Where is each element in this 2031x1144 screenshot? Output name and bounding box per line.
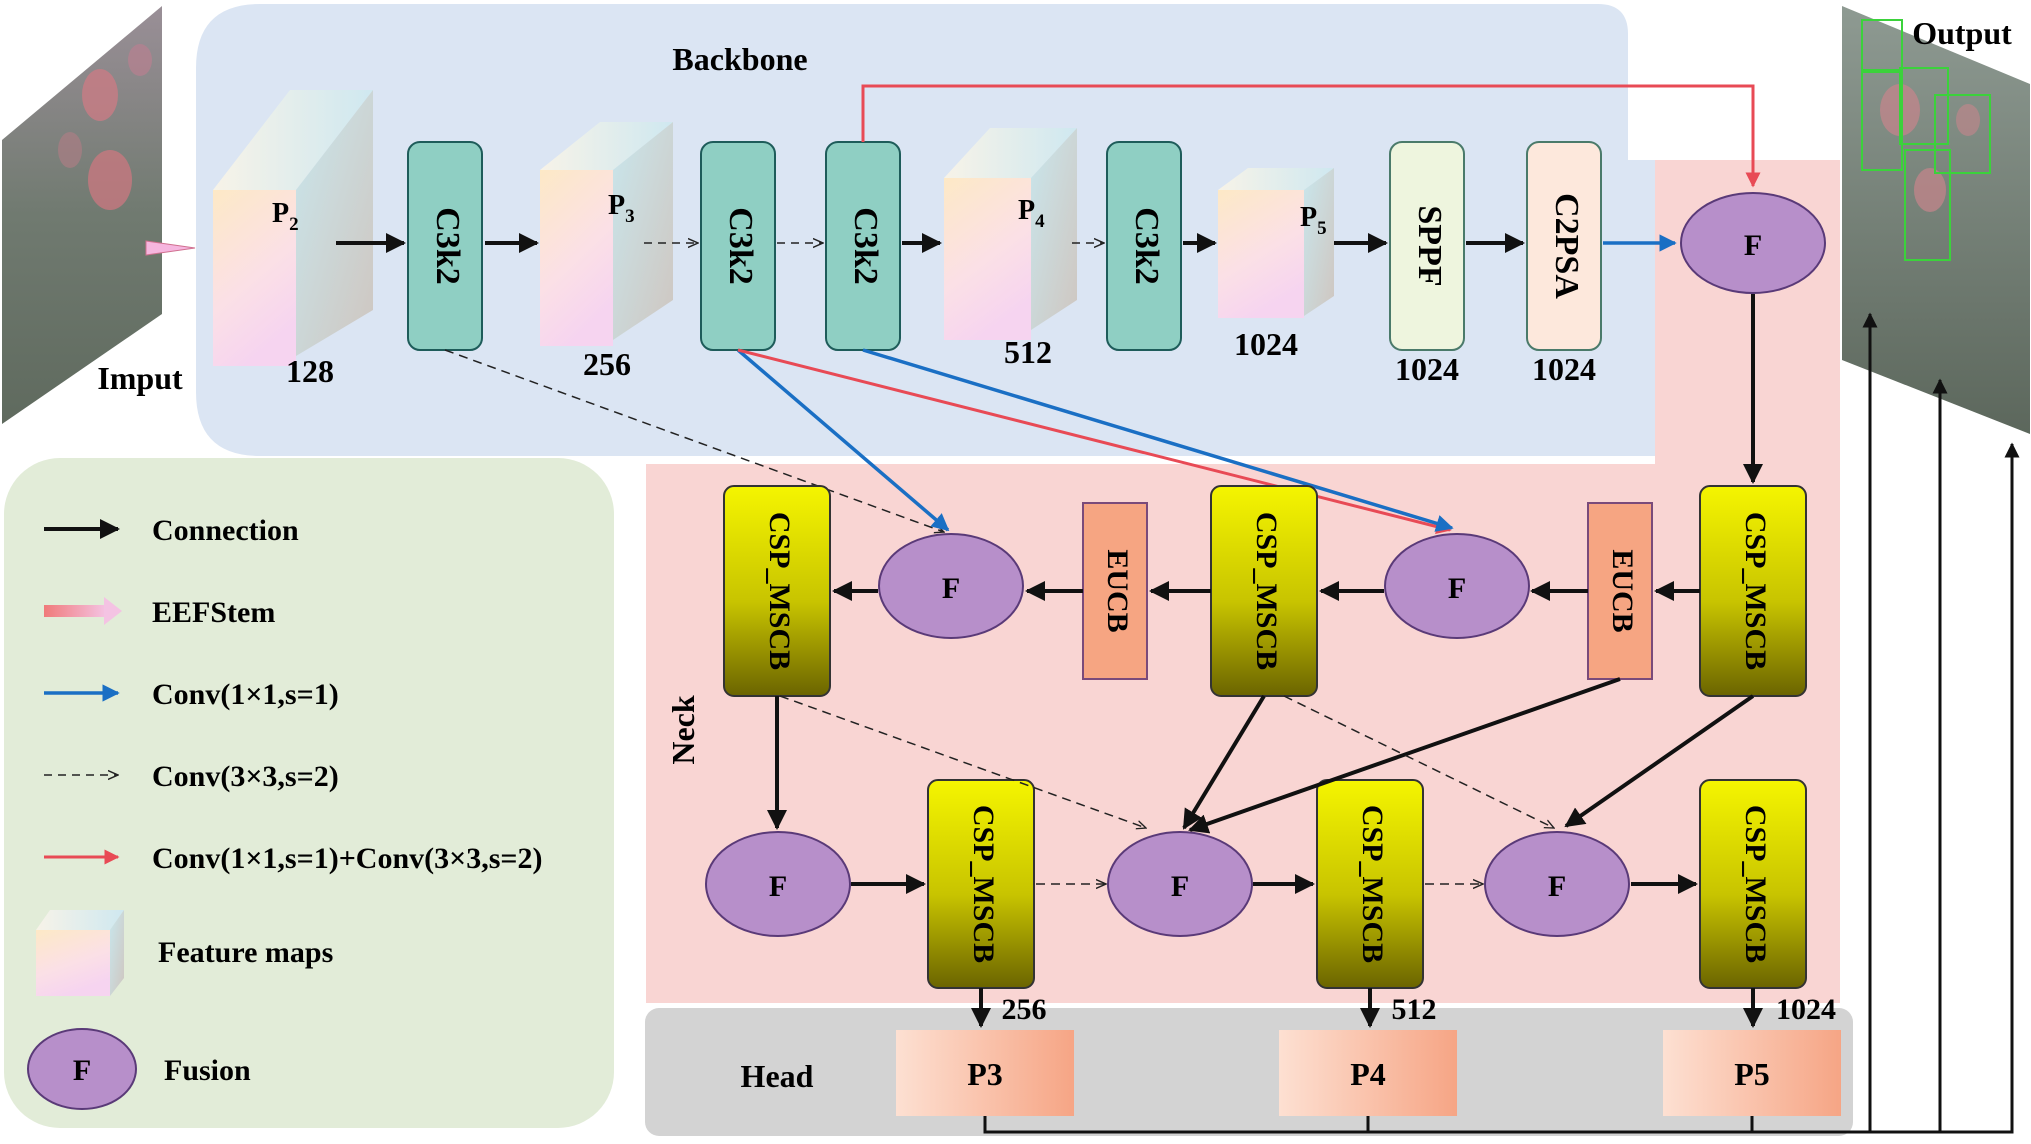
svg-text:C3k2: C3k2 [429,207,466,284]
svg-text:F: F [73,1054,91,1087]
head-p3-channels: 256 [1002,993,1047,1026]
feature-map-icon [36,910,124,996]
head-title: Head [741,1058,814,1094]
svg-text:C2PSA: C2PSA [1548,193,1585,299]
svg-text:EEFStem: EEFStem [152,596,275,629]
svg-text:F: F [1548,870,1566,903]
fusion-node-bottom-3: F [1484,831,1630,937]
svg-text:P4: P4 [1018,195,1045,232]
csp-mscb-block-top-right: CSP_MSCB [1699,485,1807,697]
backbone-title: Backbone [672,41,807,77]
svg-text:P3: P3 [608,190,635,227]
svg-text:EUCB: EUCB [1101,549,1134,632]
feature-map-p2: P2 [213,90,373,366]
sppf-block: SPPF [1389,141,1465,351]
legend-item-eefstem: EEFStem [44,596,275,629]
legend-item-fusion: F Fusion [27,1028,251,1110]
fusion-node-mid-left: F [878,533,1024,639]
legend-item-conv-combined: Conv(1×1,s=1)+Conv(3×3,s=2) [44,842,542,875]
svg-text:EUCB: EUCB [1606,549,1639,632]
head-p4-channels: 512 [1392,993,1437,1026]
legend-item-connection: Connection [44,514,299,547]
svg-text:C3k2: C3k2 [1128,207,1165,284]
input-label: Imput [97,360,183,396]
c2psa-channels: 1024 [1532,351,1596,387]
fusion-node-top: F [1680,192,1826,294]
svg-text:C3k2: C3k2 [847,207,884,284]
svg-text:Fusion: Fusion [164,1054,251,1087]
csp-mscb-block-top-mid: CSP_MSCB [1210,485,1318,697]
csp-mscb-block-bottom-mid: CSP_MSCB [1316,779,1424,989]
svg-text:Connection: Connection [152,514,299,547]
c3k2-block-4: C3k2 [1106,141,1182,351]
p2-channels: 128 [286,353,334,389]
csp-mscb-block-top-left: CSP_MSCB [723,485,831,697]
sppf-channels: 1024 [1395,351,1459,387]
svg-text:Conv(1×1,s=1): Conv(1×1,s=1) [152,678,339,711]
output-label: Output [1912,15,2012,51]
csp-mscb-block-bottom-right: CSP_MSCB [1699,779,1807,989]
svg-text:CSP_MSCB: CSP_MSCB [1250,512,1283,670]
p5-channels: 1024 [1234,326,1298,362]
svg-text:P2: P2 [272,198,299,235]
svg-text:Feature maps: Feature maps [158,936,333,969]
feature-map-p5: P5 [1218,168,1334,318]
head-p4-box: P4 [1279,1030,1457,1116]
svg-text:F: F [942,572,960,605]
svg-text:CSP_MSCB: CSP_MSCB [1739,512,1772,670]
svg-text:P3: P3 [967,1056,1003,1092]
svg-text:Conv(3×3,s=2): Conv(3×3,s=2) [152,760,339,793]
c2psa-block: C2PSA [1526,141,1602,351]
svg-text:F: F [1448,572,1466,605]
neck-title: Neck [665,695,701,765]
eefstem-arrow [145,240,196,256]
legend-item-feature-maps: Feature maps [36,910,333,996]
skip-connections [444,348,1454,534]
svg-text:P5: P5 [1734,1056,1770,1092]
svg-text:F: F [769,870,787,903]
svg-text:P5: P5 [1300,202,1327,239]
svg-text:CSP_MSCB: CSP_MSCB [967,805,1000,963]
c3k2-block-3: C3k2 [825,141,901,351]
csp-mscb-block-bottom-left: CSP_MSCB [927,779,1035,989]
feature-map-p3: P3 [540,122,673,346]
eucb-block-right: EUCB [1587,502,1653,680]
fusion-node-bottom-1: F [705,831,851,937]
fusion-node-mid-right: F [1384,533,1530,639]
backbone-connections [336,84,1761,253]
neck-connections [767,294,1763,894]
legend-item-conv3x3: Conv(3×3,s=2) [44,760,339,793]
svg-text:Conv(1×1,s=1)+Conv(3×3,s=2): Conv(1×1,s=1)+Conv(3×3,s=2) [152,842,542,875]
svg-text:CSP_MSCB: CSP_MSCB [763,512,796,670]
c3k2-block-2: C3k2 [700,141,776,351]
svg-text:C3k2: C3k2 [722,207,759,284]
p3-channels: 256 [583,346,631,382]
output-image [1842,6,2030,434]
svg-text:F: F [1744,229,1762,262]
output-connections [983,312,2020,1134]
head-p5-channels: 1024 [1776,993,1836,1026]
fusion-icon: F [27,1028,137,1110]
input-image [2,6,162,424]
eucb-block-left: EUCB [1082,502,1148,680]
head-p5-box: P5 [1663,1030,1841,1116]
svg-text:F: F [1171,870,1189,903]
head-connections [971,988,1763,1028]
p4-channels: 512 [1004,334,1052,370]
c3k2-block-1: C3k2 [407,141,483,351]
feature-map-p4: P4 [944,128,1077,340]
head-p3-box: P3 [896,1030,1074,1116]
legend-item-conv1x1: Conv(1×1,s=1) [44,678,339,711]
legend: Connection EEFStem Conv(1×1,s=1) Conv(3×… [27,514,542,1110]
svg-text:CSP_MSCB: CSP_MSCB [1356,805,1389,963]
svg-text:P4: P4 [1350,1056,1386,1092]
fusion-node-bottom-2: F [1107,831,1253,937]
legend-panel [4,458,614,1128]
svg-text:CSP_MSCB: CSP_MSCB [1739,805,1772,963]
gradient-arrow-icon [44,597,122,625]
svg-text:SPPF: SPPF [1411,205,1448,286]
